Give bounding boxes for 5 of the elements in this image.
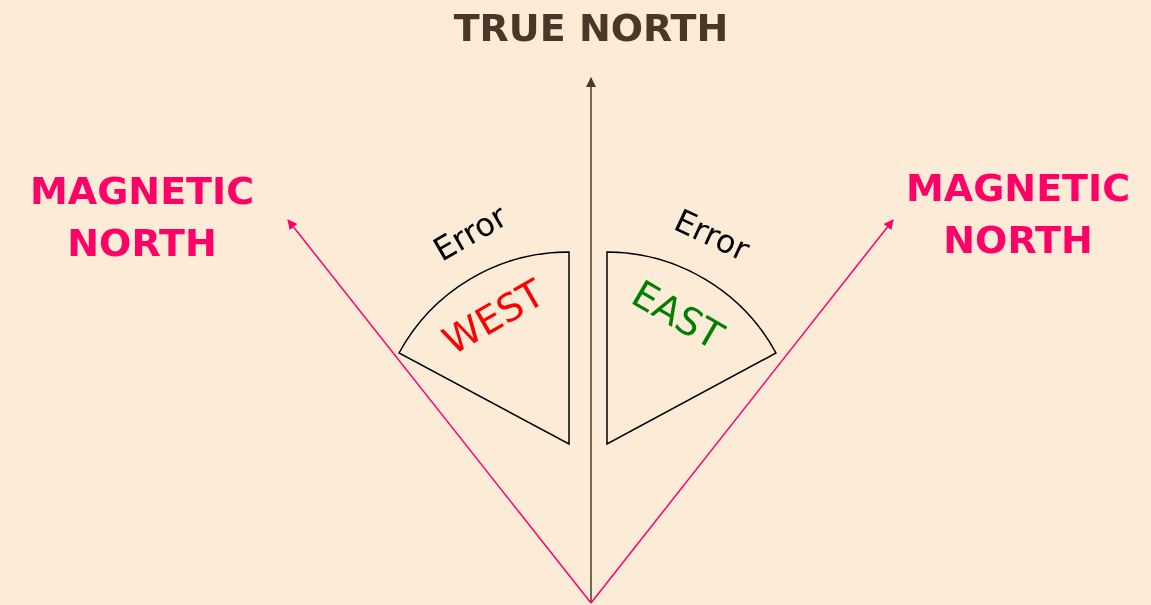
direction-label: MAGNETIC NORTH bbox=[904, 165, 1132, 264]
sector-heading: Error bbox=[669, 204, 755, 266]
direction-label: MAGNETIC NORTH bbox=[28, 168, 256, 267]
sector-heading: Error bbox=[428, 199, 512, 267]
direction-label: TRUE NORTH bbox=[452, 5, 730, 52]
